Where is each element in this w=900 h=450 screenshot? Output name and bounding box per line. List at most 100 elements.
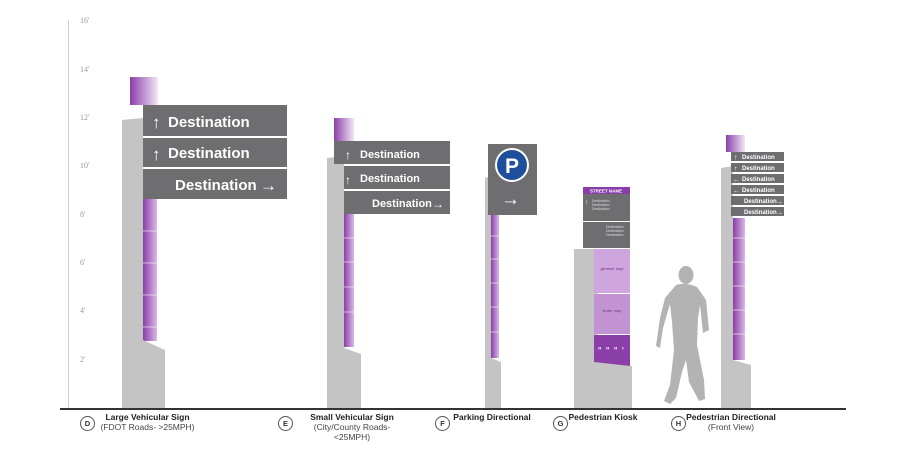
- sign-d-arrow-up-2: ↑: [152, 145, 161, 164]
- sign-h-arrow-2: ↑: [734, 166, 738, 173]
- signage-elevation-drawing: ↑ Destination ↑ Destination Destination …: [122, 77, 784, 408]
- sign-d-large-vehicular: ↑ Destination ↑ Destination Destination …: [122, 77, 287, 408]
- sign-g-map-1: [594, 249, 630, 293]
- sign-h-panel-1: [731, 152, 784, 161]
- sign-h-arrow-1: ↑: [734, 155, 738, 162]
- sign-f-parking-directional: P →: [485, 144, 537, 408]
- scale-label-14: 14': [80, 65, 90, 74]
- sign-e-purple-column: [344, 212, 354, 347]
- sign-h-arrow-4: ←: [733, 188, 740, 195]
- sign-g-foot-icons: ▮▮▮▮▮▮▮: [598, 346, 624, 350]
- sign-h-panel-6: [731, 207, 784, 216]
- sign-e-letter-badge: E: [278, 416, 293, 431]
- sign-d-row-1: Destination: [168, 114, 250, 131]
- scale-label-10: 10': [80, 161, 90, 170]
- sign-f-symbol: P: [505, 155, 519, 178]
- sign-e-caption: Small Vehicular Sign (City/County Roads-…: [296, 412, 408, 442]
- sign-g-title: Pedestrian Kiosk: [568, 412, 638, 422]
- height-scale-axis: [68, 20, 69, 408]
- scale-label-4: 4': [80, 306, 86, 315]
- sign-d-purple-column: [143, 196, 157, 341]
- sign-g-map-2: [594, 294, 630, 334]
- human-scale-figure-icon: [656, 266, 709, 404]
- sign-e-subtitle: (City/County Roads- <25MPH): [313, 422, 391, 442]
- sign-e-panel-1: [334, 141, 450, 164]
- sign-g-purple-foot: [594, 335, 630, 366]
- sign-f-arrow-right: →: [501, 189, 520, 210]
- scale-label-2: 2': [80, 355, 86, 364]
- sign-f-purple-column: [491, 213, 499, 358]
- sign-e-arrow-up-2: ↑: [345, 173, 351, 187]
- sign-h-purple-cap: [726, 135, 745, 152]
- sign-e-row-3: Destination: [372, 198, 432, 210]
- sign-h-panel-3: [731, 174, 784, 183]
- sign-d-subtitle: (FDOT Roads- >25MPH): [100, 422, 195, 432]
- sign-e-panel-2: [344, 166, 450, 189]
- sign-g-header-bar: [583, 187, 630, 194]
- sign-h-panel-5: [731, 196, 784, 205]
- sign-g-map-2-label: finder map: [603, 308, 623, 313]
- sign-h-purple-column: [733, 218, 745, 360]
- ground-line: [60, 408, 846, 410]
- sign-h-row-5: Destination: [744, 199, 777, 205]
- sign-d-caption: Large Vehicular Sign (FDOT Roads- >25MPH…: [100, 412, 195, 432]
- sign-e-post: [327, 156, 361, 408]
- sign-f-caption: Parking Directional: [452, 412, 532, 422]
- sign-h-arrow-5: →: [776, 199, 783, 206]
- sign-f-title: Parking Directional: [453, 412, 531, 422]
- sign-h-post: [721, 166, 751, 408]
- sign-g-caption: Pedestrian Kiosk: [568, 412, 638, 422]
- sign-h-caption: Pedestrian Directional (Front View): [686, 412, 776, 432]
- sign-e-small-vehicular: ↑ Destination ↑ Destination Destination …: [327, 118, 450, 408]
- sign-h-arrow-6: →: [776, 210, 783, 217]
- sign-g-letter-badge: G: [553, 416, 568, 431]
- sign-g-panel-1: [583, 194, 630, 221]
- sign-d-row-2: Destination: [168, 145, 250, 162]
- parking-p-icon: [495, 148, 529, 182]
- sign-d-post: [122, 118, 165, 408]
- sign-d-purple-cap: [130, 77, 158, 105]
- sign-h-arrow-3: ←: [733, 177, 740, 184]
- sign-f-letter-badge: F: [435, 416, 450, 431]
- svg-text:▮▮: ▮▮: [598, 346, 602, 350]
- sign-h-row-6: Destination: [744, 210, 777, 216]
- sign-e-row-1: Destination: [360, 149, 420, 161]
- sign-d-arrow-right: →: [260, 176, 277, 195]
- sign-g-arrow-up: ↑: [585, 200, 588, 206]
- sign-g-header: STREET NAME: [590, 189, 622, 194]
- sign-d-panel-3: [143, 169, 287, 199]
- sign-g-base: [574, 249, 632, 408]
- sign-d-row-3: Destination: [175, 177, 257, 194]
- sign-h-subtitle: (Front View): [707, 422, 755, 432]
- scale-label-16: 16': [80, 16, 90, 25]
- sign-e-row-2: Destination: [360, 173, 420, 185]
- sign-d-arrow-up-1: ↑: [152, 113, 161, 132]
- sign-g-map-1-label: glimmer map: [600, 266, 624, 271]
- sign-f-post: [485, 176, 501, 408]
- sign-d-letter-badge: D: [80, 416, 95, 431]
- sign-e-panel-3: [344, 191, 450, 214]
- sign-h-panel-4: [731, 185, 784, 194]
- sign-d-panel-2: [143, 138, 287, 167]
- svg-text:▮▮: ▮▮: [606, 346, 610, 350]
- sign-e-title: Small Vehicular Sign: [310, 412, 394, 422]
- sign-d-title: Large Vehicular Sign: [105, 412, 190, 422]
- scale-label-8: 8': [80, 210, 86, 219]
- sign-d-panel-1: [143, 105, 287, 136]
- scale-label-6: 6': [80, 258, 86, 267]
- sign-h-row-2: Destination: [742, 166, 775, 172]
- svg-text:▮▮: ▮▮: [614, 346, 618, 350]
- sign-g-panel-2: [583, 222, 630, 248]
- sign-e-arrow-right: →: [432, 197, 444, 211]
- svg-text:▮: ▮: [622, 346, 624, 350]
- sign-e-purple-cap: [334, 118, 354, 142]
- scale-label-12: 12': [80, 113, 90, 122]
- sign-e-arrow-up-1: ↑: [345, 148, 351, 162]
- sign-h-row-3: Destination: [742, 177, 775, 183]
- sign-h-row-4: Destination: [742, 188, 775, 194]
- sign-h-panel-2: [731, 163, 784, 172]
- sign-h-title: Pedestrian Directional: [686, 412, 776, 422]
